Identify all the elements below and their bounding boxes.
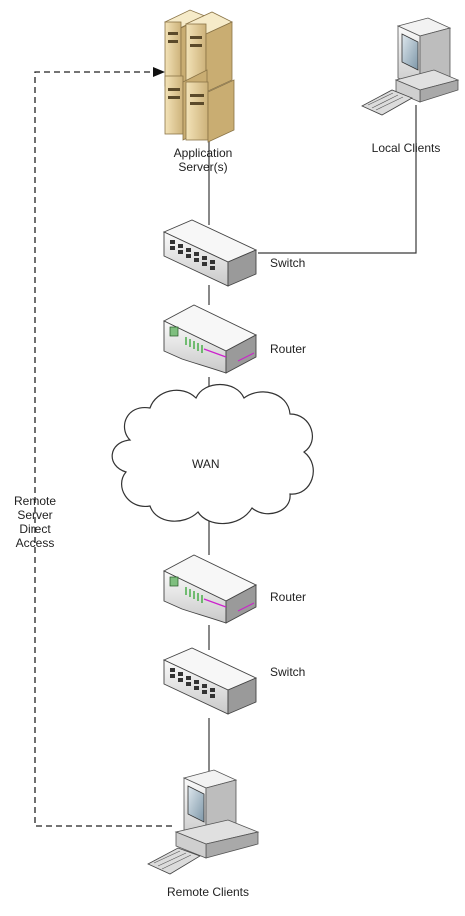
switch-label-top: Switch bbox=[270, 256, 306, 270]
local-clients-label: Local Clients bbox=[371, 141, 441, 155]
desktop-computer-icon bbox=[361, 17, 460, 116]
connection-lines bbox=[208, 105, 417, 775]
router-icon bbox=[163, 554, 257, 624]
desktop-computer-icon bbox=[147, 769, 260, 875]
remote-clients-label: Remote Clients bbox=[166, 885, 250, 899]
application-server-label: Application Server(s) bbox=[173, 146, 233, 174]
router-label-bottom: Router bbox=[270, 590, 307, 604]
link-switch-local-clients bbox=[258, 105, 417, 254]
server-rack-icon bbox=[164, 9, 235, 143]
router-icon bbox=[163, 304, 257, 374]
network-switch-icon bbox=[162, 647, 258, 715]
router-label-top: Router bbox=[270, 342, 307, 356]
arrowhead-icon bbox=[153, 67, 165, 77]
remote-access-label: Remote Server Direct Access bbox=[13, 494, 57, 550]
cloud-icon bbox=[111, 384, 314, 525]
remote-access-path bbox=[34, 67, 172, 827]
switch-label-bottom: Switch bbox=[270, 665, 306, 679]
wan-label: WAN bbox=[192, 457, 220, 471]
network-switch-icon bbox=[162, 219, 258, 287]
